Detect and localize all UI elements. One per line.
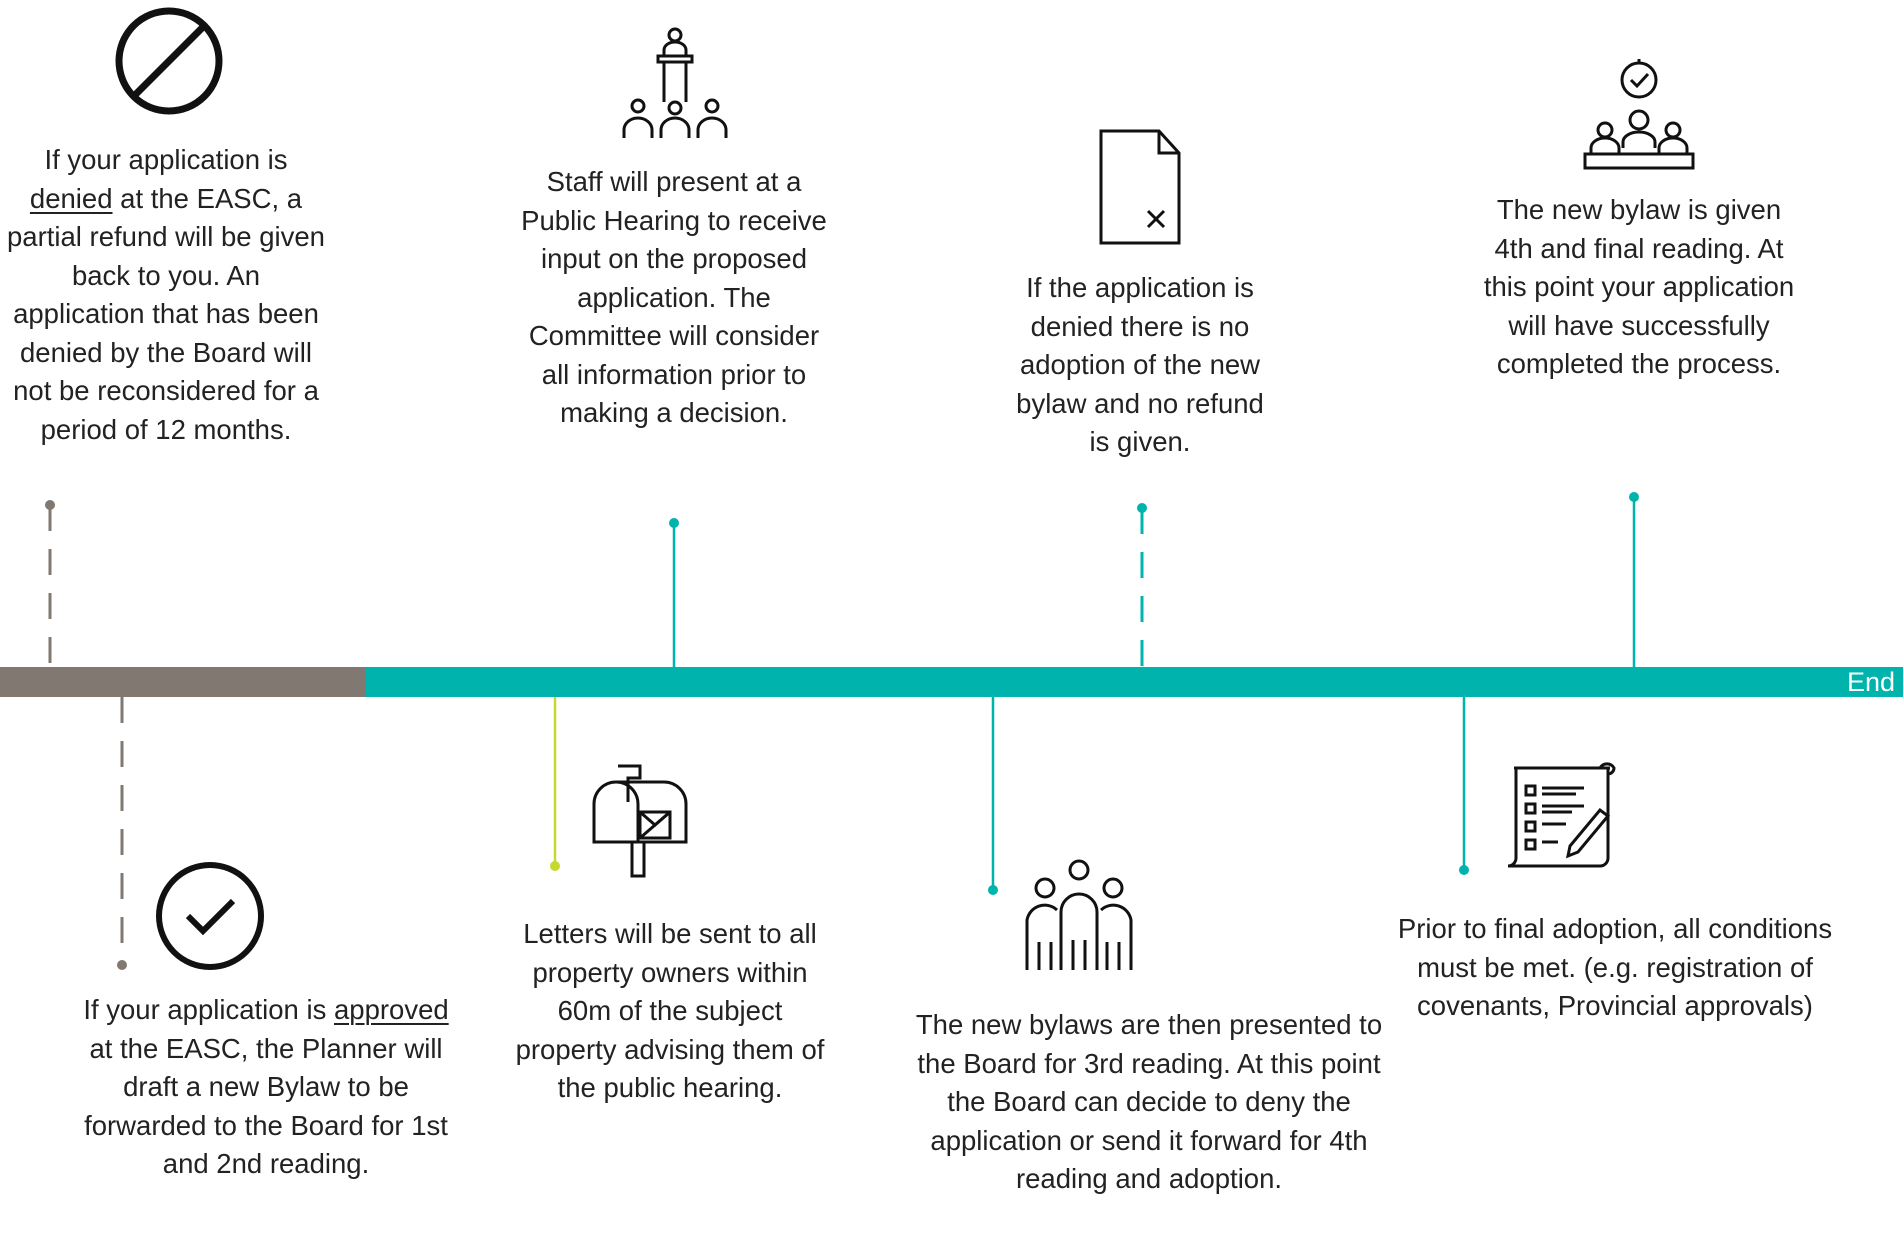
podium-audience-icon: [622, 27, 728, 138]
step-no-adoption-text: If the application is denied there is no…: [1016, 272, 1264, 457]
connector-approved: [117, 697, 127, 970]
step-letters-text: Letters will be sent to all property own…: [515, 918, 825, 1103]
connector-denied: [45, 500, 55, 668]
checkmark-circle-icon: [156, 862, 264, 970]
step-conditions-text: Prior to final adoption, all conditions …: [1397, 913, 1833, 1021]
step-final-reading-text: The new bylaw is given 4th and final rea…: [1483, 194, 1795, 379]
mailbox-icon: [592, 764, 688, 878]
connector-third-reading: [988, 697, 998, 895]
step-denied-pre: If your application is: [44, 144, 288, 175]
connector-public-hearing: [669, 518, 679, 668]
timeline-end-label: End: [1846, 667, 1896, 697]
prohibited-icon: [115, 7, 223, 115]
connector-final-reading: [1629, 492, 1639, 668]
connector-no-adoption: [1137, 503, 1147, 668]
connector-conditions: [1459, 697, 1469, 875]
timeline-bar-start: [0, 667, 366, 697]
step-approved-post: at the EASC, the Planner will draft a ne…: [84, 1032, 448, 1180]
step-public-hearing-text: Staff will present at a Public Hearing t…: [521, 166, 827, 428]
document-x-icon: [1099, 129, 1181, 245]
group-people-icon: [1025, 859, 1133, 970]
step-approved-text: If your application is approved at the E…: [70, 991, 462, 1184]
step-approved-pre: If your application is: [83, 994, 327, 1025]
approved-emphasis: approved: [334, 994, 449, 1025]
timeline-bar-main: [366, 667, 1903, 697]
step-denied-text: If your application is denied at the EAS…: [5, 141, 327, 449]
board-approval-icon: [1583, 59, 1695, 170]
denied-emphasis: denied: [29, 182, 113, 214]
connector-letters: [550, 697, 560, 871]
step-third-reading-text: The new bylaws are then presented to the…: [915, 1009, 1383, 1194]
checklist-scroll-icon: [1507, 762, 1616, 868]
step-denied-post: at the EASC, a partial refund will be gi…: [7, 182, 325, 445]
